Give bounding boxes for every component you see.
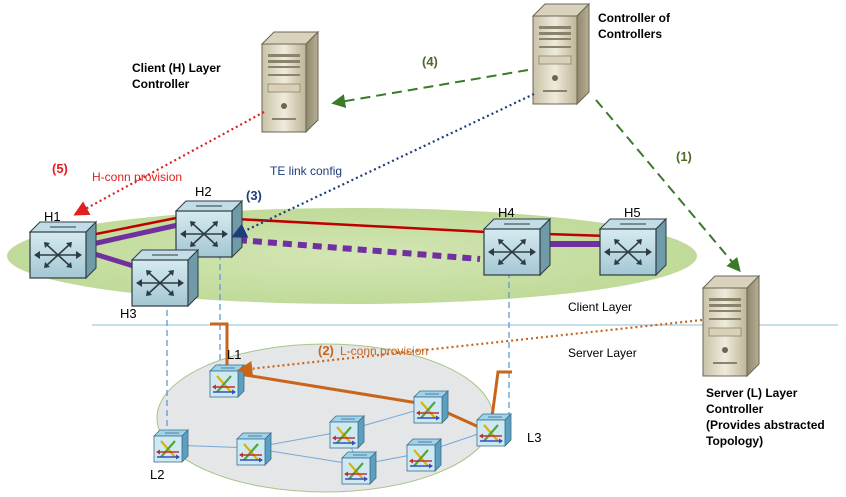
- step-1-label: (1): [676, 149, 692, 164]
- server-controller-label-line: Controller: [706, 402, 764, 416]
- te-link-label: TE link config: [270, 164, 342, 178]
- h2-label: H2: [195, 184, 212, 199]
- l-switch-bottom[interactable]: [340, 450, 378, 486]
- adaptation-links: [166, 244, 510, 432]
- server-controller-label-line: (Provides abstracted: [706, 418, 825, 432]
- purple-links: [87, 222, 602, 271]
- l1-label: L1: [227, 347, 241, 362]
- h5-label: H5: [624, 205, 641, 220]
- l3-label: L3: [527, 430, 541, 445]
- client-layer-label: Client Layer: [568, 300, 632, 314]
- h2-switch[interactable]: [175, 200, 243, 258]
- h3-switch[interactable]: [131, 249, 199, 307]
- client-controller-label-line: Controller: [132, 77, 190, 91]
- l2-label: L2: [150, 467, 164, 482]
- h5-switch[interactable]: [599, 218, 667, 276]
- coc-label: Controller of Controllers: [598, 11, 671, 41]
- step-5-label: (5): [52, 161, 68, 176]
- coc-label-line: Controllers: [598, 27, 662, 41]
- l-conn-label: L-conn provision: [340, 344, 428, 358]
- l-switch-center[interactable]: [235, 431, 273, 467]
- arrow-step-3: [231, 93, 535, 238]
- server-controller-label-line: Server (L) Layer: [706, 386, 798, 400]
- l-switch-top-right[interactable]: [412, 389, 450, 425]
- server-controller-label-line: Topology): [706, 434, 763, 448]
- h3-label: H3: [120, 306, 137, 321]
- l-switch-upper[interactable]: [328, 414, 366, 450]
- arrow-step-4: [331, 69, 529, 109]
- coc-server-icon[interactable]: [532, 3, 590, 105]
- client-controller-server-icon[interactable]: [261, 31, 319, 133]
- arrow-step-5: [73, 111, 265, 216]
- server-layer-label: Server Layer: [568, 346, 637, 360]
- step-4-label: (4): [422, 54, 438, 69]
- h1-label: H1: [44, 209, 61, 224]
- h4-label: H4: [498, 205, 515, 220]
- l1-switch[interactable]: [208, 363, 246, 399]
- h1-switch[interactable]: [29, 221, 97, 279]
- l3-switch[interactable]: [475, 412, 513, 448]
- arrow-step-1: [595, 99, 741, 273]
- h-conn-label: H-conn provision: [92, 170, 182, 184]
- coc-label-line: Controller of: [598, 11, 671, 25]
- step-3-label: (3): [246, 188, 262, 203]
- client-controller-label-line: Client (H) Layer: [132, 61, 221, 75]
- l2-switch[interactable]: [152, 428, 190, 464]
- h4-switch[interactable]: [483, 218, 551, 276]
- client-layer-ellipse: [7, 208, 697, 304]
- step-2-label: (2): [318, 343, 334, 358]
- l-switch-lower-right[interactable]: [405, 437, 443, 473]
- server-controller-server-icon[interactable]: [702, 275, 760, 377]
